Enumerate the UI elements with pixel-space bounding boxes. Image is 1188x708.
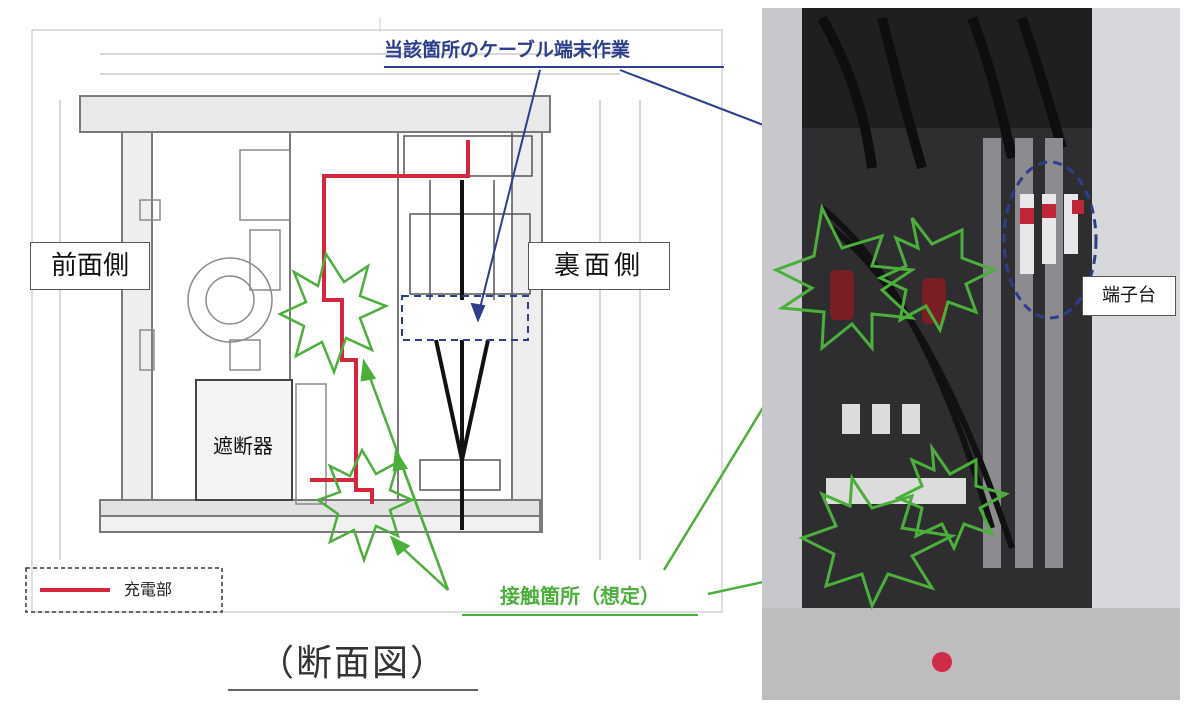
breaker-label: 遮断器 <box>213 434 273 458</box>
cable-work-region <box>401 295 529 341</box>
terminal-block-label: 端子台 <box>1082 276 1176 316</box>
back-side-label: 裏面側 <box>528 242 670 290</box>
contact-burst-upper <box>277 250 390 376</box>
cabinet-frame <box>79 95 551 533</box>
contact-points-label: 接触箇所（想定） <box>462 580 698 616</box>
legend-live-label: 充電部 <box>124 580 173 599</box>
dimension-lines <box>59 53 641 560</box>
switchgear-photo <box>762 8 1180 700</box>
live-part-line <box>310 140 470 482</box>
photo-illustration <box>762 8 1180 700</box>
breaker-box <box>195 379 293 501</box>
cable-work-label: 当該箇所のケーブル端末作業 <box>384 36 724 68</box>
live-part-line-lower <box>354 480 374 504</box>
drawing-sheet-border <box>31 29 723 613</box>
diagram-caption: （断面図） <box>257 643 448 684</box>
front-side-label: 前面側 <box>30 242 150 290</box>
legend-box <box>25 567 223 613</box>
front-equipment <box>139 149 327 505</box>
cable-y <box>434 180 490 530</box>
contact-burst-lower <box>315 447 416 564</box>
